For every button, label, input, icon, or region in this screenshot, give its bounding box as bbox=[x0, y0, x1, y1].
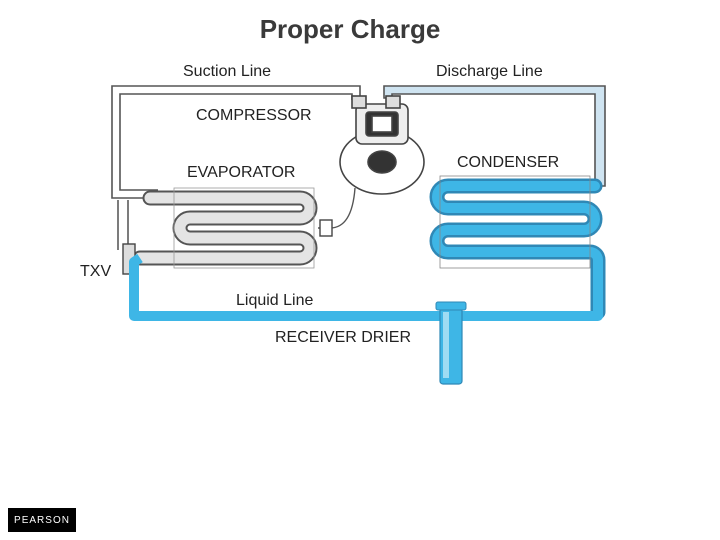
compressor-label: COMPRESSOR bbox=[196, 107, 312, 124]
diagram-title: Proper Charge bbox=[259, 14, 441, 44]
evaporator-coil bbox=[132, 187, 318, 269]
evaporator-label: EVAPORATOR bbox=[187, 164, 296, 181]
sensing-bulb bbox=[319, 219, 333, 237]
suction-line-label: Suction Line bbox=[183, 63, 272, 80]
receiver-drier-label: RECEIVER DRIER bbox=[275, 329, 412, 346]
liquid-line-pipe bbox=[129, 253, 603, 321]
condenser-label: CONDENSER bbox=[457, 154, 560, 171]
pearson-logo: PEARSON bbox=[8, 508, 76, 532]
discharge-line-label: Discharge Line bbox=[436, 63, 543, 80]
compressor bbox=[339, 95, 425, 195]
receiver-drier bbox=[435, 301, 467, 385]
liquid-line-label: Liquid Line bbox=[236, 292, 314, 309]
txv-label: TXV bbox=[80, 263, 112, 280]
condenser-coil bbox=[429, 175, 606, 320]
